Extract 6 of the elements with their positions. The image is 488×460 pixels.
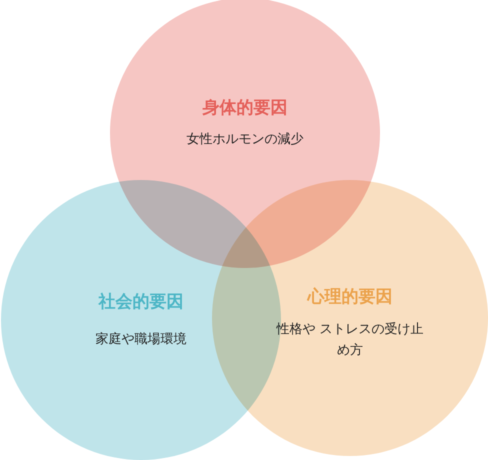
circle-heading: 社会的要因 — [97, 291, 184, 313]
circle-heading: 身体的要因 — [202, 97, 288, 119]
circle-heading: 心理的要因 — [306, 286, 394, 308]
circle-description: 女性ホルモンの減少 — [186, 131, 304, 149]
circle-description: 性格や ストレスの受け止め方 — [275, 321, 425, 360]
circle-description: 家庭や職場環境 — [94, 331, 188, 349]
